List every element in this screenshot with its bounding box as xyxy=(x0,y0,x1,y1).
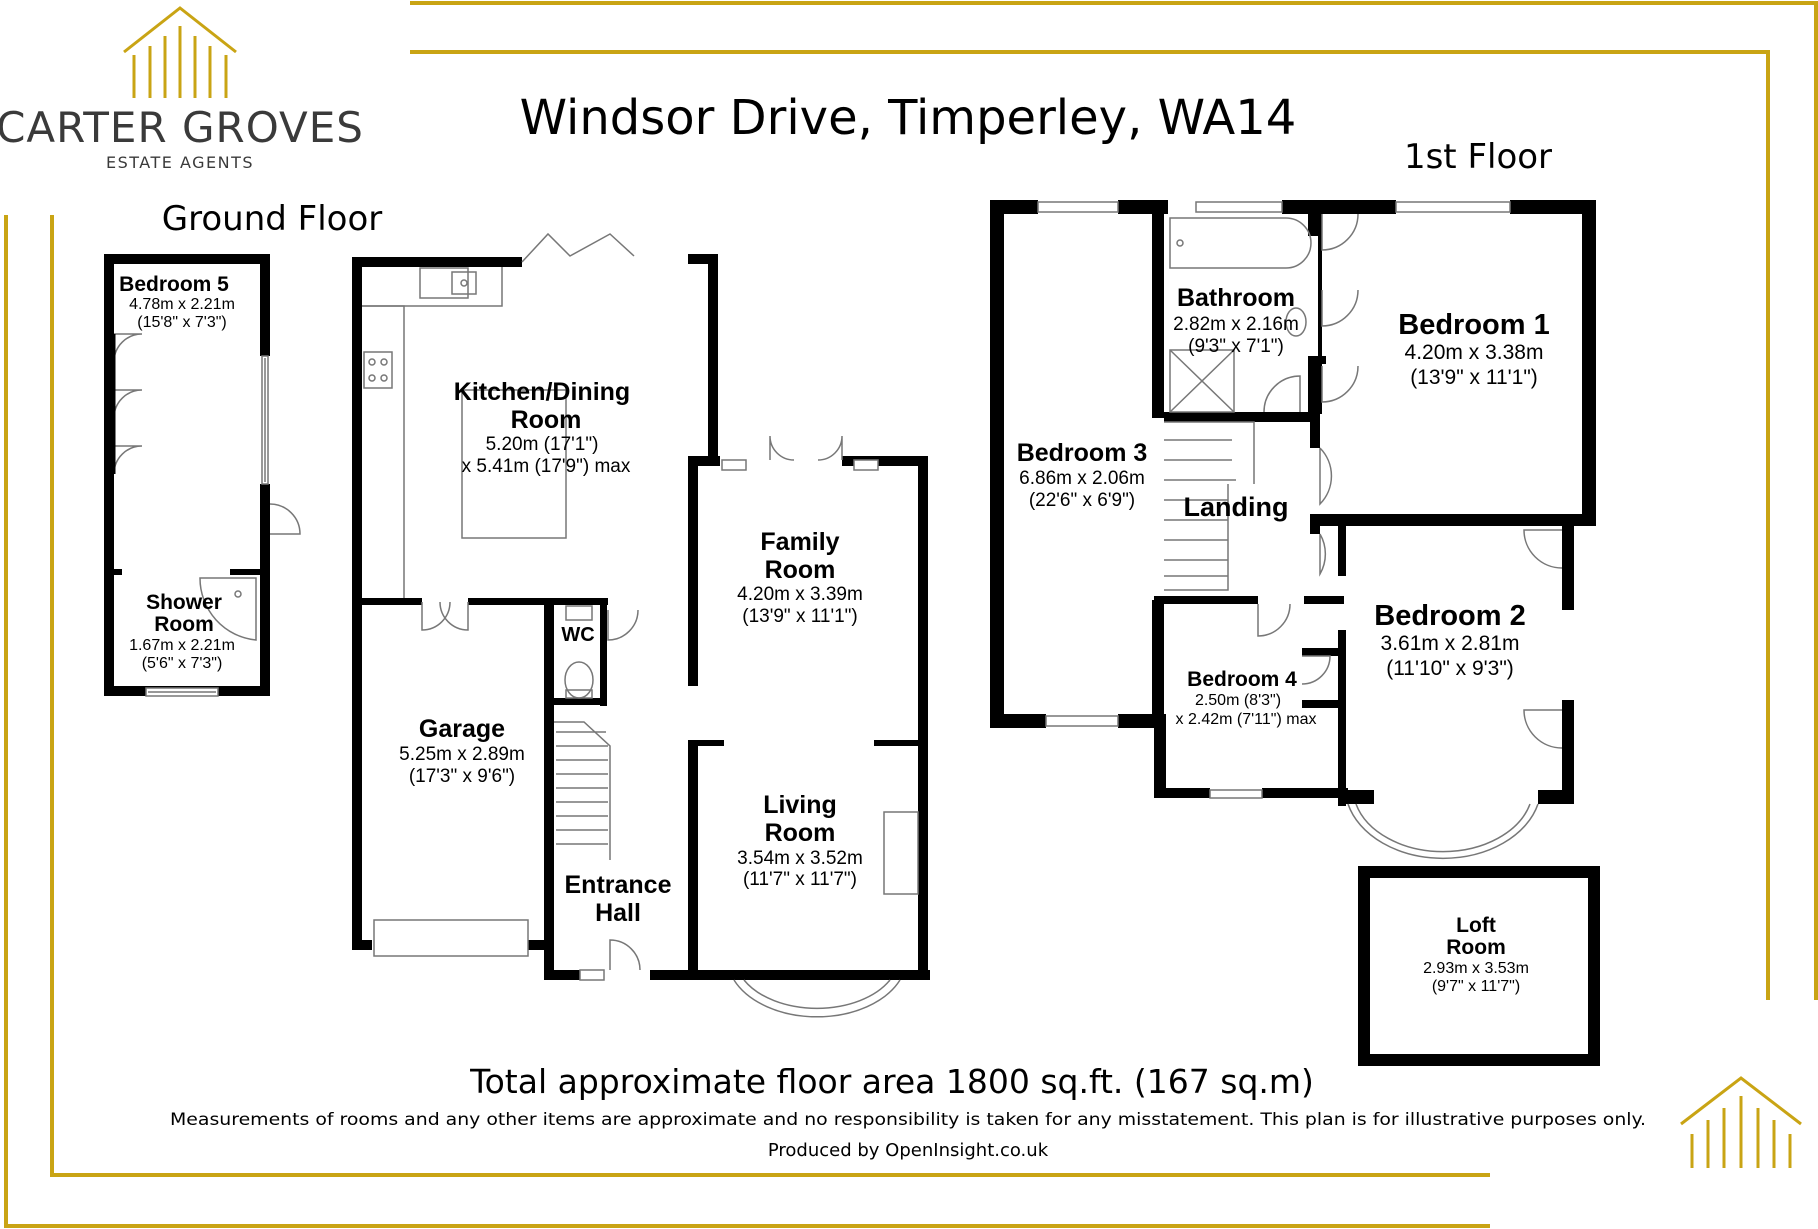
landing-name: Landing xyxy=(1184,492,1289,522)
bedroom2-dim-imperial: (11'10" x 9'3") xyxy=(1386,657,1514,680)
loft-dim-metric: 2.93m x 3.53m xyxy=(1423,960,1529,977)
living-dim-imperial: (11'7" x 11'7") xyxy=(743,869,857,890)
wc-name: WC xyxy=(561,624,594,646)
living-dim-metric: 3.54m x 3.52m xyxy=(737,848,863,869)
bedroom4-dim-2: x 2.42m (7'11") max xyxy=(1176,711,1317,728)
property-title: Windsor Drive, Timperley, WA14 xyxy=(520,90,1297,146)
bedroom4-dim-1: 2.50m (8'3") xyxy=(1195,692,1281,709)
bedroom3-dim-imperial: (22'6" x 6'9") xyxy=(1029,490,1135,511)
logo-wordmark: CARTER GROVES xyxy=(0,103,364,152)
family-name-2: Room xyxy=(765,556,836,584)
bedroom3-name: Bedroom 3 xyxy=(1017,439,1148,467)
hall-name-1: Entrance xyxy=(565,871,672,899)
hall-name-2: Hall xyxy=(595,899,641,927)
kitchen-name-1: Kitchen/Dining xyxy=(454,378,630,406)
loft-name-2: Room xyxy=(1446,936,1506,959)
bedroom1-name: Bedroom 1 xyxy=(1398,309,1549,341)
first-floor-fixtures xyxy=(1037,201,1563,860)
living-name-1: Living xyxy=(763,791,837,819)
bedroom2-dim-metric: 3.61m x 2.81m xyxy=(1381,632,1520,655)
family-name-1: Family xyxy=(760,528,839,556)
carter-groves-logo: CARTER GROVES ESTATE AGENTS xyxy=(0,6,364,172)
annex-fixtures xyxy=(112,333,301,697)
shower-dim-metric: 1.67m x 2.21m xyxy=(129,637,235,654)
first-floor-walls xyxy=(990,200,1600,1066)
living-name-2: Room xyxy=(765,819,836,847)
produced-by: Produced by OpenInsight.co.uk xyxy=(768,1140,1049,1161)
bathroom-dim-metric: 2.82m x 2.16m xyxy=(1173,314,1299,335)
total-floor-area: Total approximate floor area 1800 sq.ft.… xyxy=(469,1062,1314,1101)
shower-name-1: Shower xyxy=(146,591,222,614)
kitchen-name-2: Room xyxy=(511,406,582,434)
ground-floor-walls xyxy=(352,254,930,980)
gold-frame xyxy=(4,1,1818,1228)
bedroom5-name: Bedroom 5 xyxy=(119,273,229,296)
bathroom-name: Bathroom xyxy=(1177,284,1295,312)
room-labels: Bedroom 5 4.78m x 2.21m (15'8" x 7'3") S… xyxy=(119,273,1550,995)
logo-tagline: ESTATE AGENTS xyxy=(106,153,254,172)
loft-name-1: Loft xyxy=(1456,914,1496,937)
bedroom1-dim-metric: 4.20m x 3.38m xyxy=(1405,341,1544,364)
ground-floor-fixtures xyxy=(362,232,919,1018)
shower-dim-imperial: (5'6" x 7'3") xyxy=(142,655,223,672)
garage-name: Garage xyxy=(419,715,505,743)
bedroom5-dim-imperial: (15'8" x 7'3") xyxy=(137,314,227,331)
shower-name-2: Room xyxy=(154,613,214,636)
bathroom-dim-imperial: (9'3" x 7'1") xyxy=(1188,336,1284,357)
ground-floor-label: Ground Floor xyxy=(162,199,382,239)
bedroom3-dim-metric: 6.86m x 2.06m xyxy=(1019,468,1145,489)
family-dim-imperial: (13'9" x 11'1") xyxy=(742,606,857,627)
kitchen-dim-1: 5.20m (17'1") xyxy=(486,434,599,455)
disclaimer: Measurements of rooms and any other item… xyxy=(170,1110,1646,1130)
garage-dim-imperial: (17'3" x 9'6") xyxy=(409,766,515,787)
house-roof-icon-small xyxy=(1680,1076,1802,1168)
bedroom4-name: Bedroom 4 xyxy=(1187,668,1297,691)
bedroom1-dim-imperial: (13'9" x 11'1") xyxy=(1410,366,1538,389)
bedroom2-name: Bedroom 2 xyxy=(1374,600,1525,632)
kitchen-dim-2: x 5.41m (17'9") max xyxy=(462,456,631,477)
garage-dim-metric: 5.25m x 2.89m xyxy=(399,744,525,765)
bedroom5-dim-metric: 4.78m x 2.21m xyxy=(129,296,235,313)
loft-dim-imperial: (9'7" x 11'7") xyxy=(1432,978,1520,995)
house-roof-icon xyxy=(123,6,237,98)
family-dim-metric: 4.20m x 3.39m xyxy=(737,584,863,605)
first-floor-label: 1st Floor xyxy=(1404,137,1552,177)
